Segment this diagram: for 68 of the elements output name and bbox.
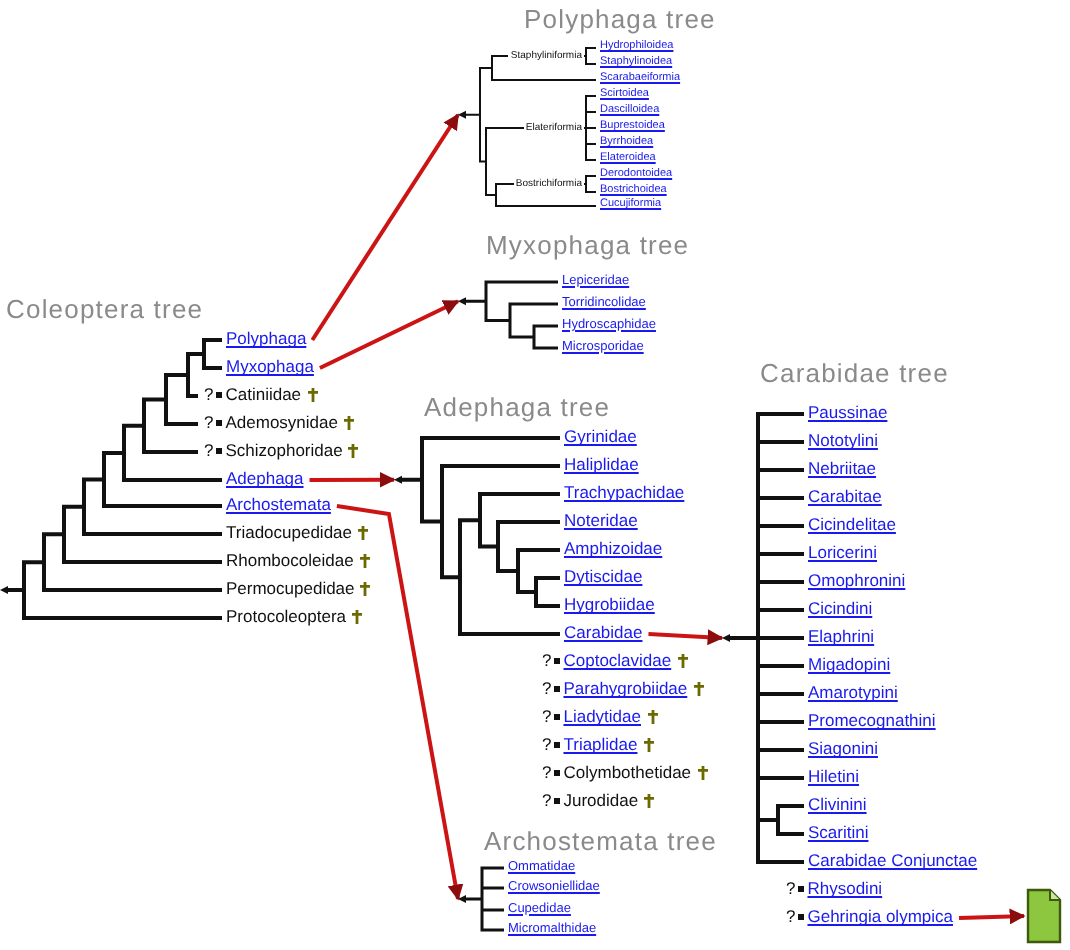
taxon-link: Gehringia olympica — [807, 906, 953, 930]
taxon-name: Triadocupedidae — [226, 522, 353, 546]
taxon-name: Schizophoridae — [225, 440, 343, 464]
taxon-link: Gyrinidae — [564, 426, 637, 450]
taxon-link: Myxophaga — [226, 356, 314, 380]
tree-title: Coleoptera tree — [6, 294, 204, 326]
uncertain-mark: ? — [542, 790, 552, 814]
taxon-link: Haliplidae — [564, 454, 639, 478]
uncertain-mark: ? — [786, 878, 796, 902]
uncertain-mark: ? — [542, 706, 552, 730]
arrow — [958, 908, 1026, 925]
taxon-link: Cicindelitae — [808, 514, 896, 538]
taxon-link: Archostemata — [226, 494, 331, 518]
taxon-name: Rhombocoleidae — [226, 550, 354, 574]
arrow — [310, 113, 460, 342]
uncertain-mark: ? — [542, 734, 552, 758]
taxon-link: Polyphaga — [226, 328, 307, 352]
taxon-link: Omophronini — [808, 570, 906, 594]
arrow — [309, 471, 396, 488]
taxon-link: Promecognathini — [808, 710, 936, 734]
taxon-link: Carabitae — [808, 486, 882, 510]
taxon-link: Loricerini — [808, 542, 877, 566]
tree-title: Adephaga tree — [424, 392, 611, 424]
tree-title: Archostemata tree — [484, 826, 717, 858]
taxon-link: Carabidae Conjunctae — [808, 850, 978, 874]
uncertain-mark: ? — [204, 384, 214, 408]
taxon-link: Siagonini — [808, 738, 878, 762]
taxon-link: Adephaga — [226, 468, 304, 492]
taxon-link: Nebriitae — [808, 458, 877, 482]
taxon-link: Clivinini — [808, 794, 867, 818]
arrow — [648, 629, 724, 646]
taxon-link: Trachypachidae — [564, 482, 685, 506]
taxon-name: Protocoleoptera — [226, 606, 347, 630]
taxon-link: Amarotypini — [808, 682, 898, 706]
taxon-link: Amphizoidae — [564, 538, 663, 562]
taxon-name: Permocupedidae — [226, 578, 355, 602]
taxon-link: Paussinae — [808, 402, 888, 426]
taxon-link: Carabidae — [564, 622, 643, 646]
taxon-link: Rhysodini — [807, 878, 883, 902]
taxon-name: Ademosynidae — [225, 412, 338, 436]
arrow — [319, 299, 460, 370]
uncertain-mark: ? — [204, 412, 214, 436]
uncertain-mark: ? — [542, 678, 552, 702]
taxon-link: Noteridae — [564, 510, 638, 534]
tree-title: Myxophaga tree — [486, 230, 690, 262]
taxon-name: Jurodidae — [563, 790, 639, 814]
taxon-link: Scaritini — [808, 822, 869, 846]
taxon-link: Coptoclavidae — [563, 650, 672, 674]
document-icon — [1026, 888, 1062, 944]
tree-title: Polyphaga tree — [524, 4, 716, 36]
tree-title: Carabidae tree — [760, 358, 949, 390]
taxon-link: Elaphrini — [808, 626, 875, 650]
taxon-name: Catiniidae — [225, 384, 302, 408]
taxon-name: Colymbothetidae — [563, 762, 692, 786]
uncertain-mark: ? — [542, 762, 552, 786]
uncertain-mark: ? — [786, 906, 796, 930]
uncertain-mark: ? — [542, 650, 552, 674]
taxon-link: Hiletini — [808, 766, 860, 790]
taxon-link: Liadytidae — [563, 706, 641, 730]
taxon-link: Hygrobiidae — [564, 594, 655, 618]
taxon-link: Cicindini — [808, 598, 873, 622]
taxon-link: Dytiscidae — [564, 566, 643, 590]
taxon-link: Parahygrobiidae — [563, 678, 688, 702]
taxon-link: Triaplidae — [563, 734, 638, 758]
arrow — [336, 504, 464, 901]
taxon-link: Migadopini — [808, 654, 891, 678]
uncertain-mark: ? — [204, 440, 214, 464]
taxon-link: Nototylini — [808, 430, 878, 454]
